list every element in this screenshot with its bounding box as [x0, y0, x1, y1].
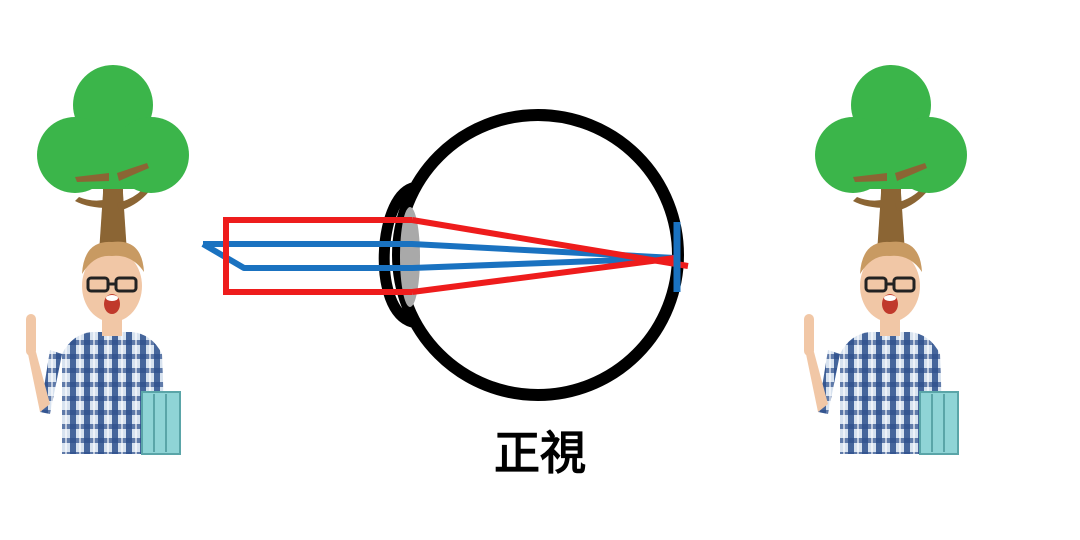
right-child-icon	[802, 240, 960, 456]
far-ray-lower-refracted	[411, 255, 676, 295]
far-ray-incoming	[223, 217, 412, 295]
cornea	[378, 182, 418, 328]
right-tree-icon	[815, 65, 967, 253]
far-ray-upper-refracted	[411, 217, 689, 269]
diagram-caption: 正視	[494, 426, 586, 480]
left-tree-icon	[37, 65, 189, 253]
left-child-icon	[24, 240, 182, 456]
near-ray-upper	[203, 241, 676, 261]
crystalline-lens	[400, 207, 420, 307]
